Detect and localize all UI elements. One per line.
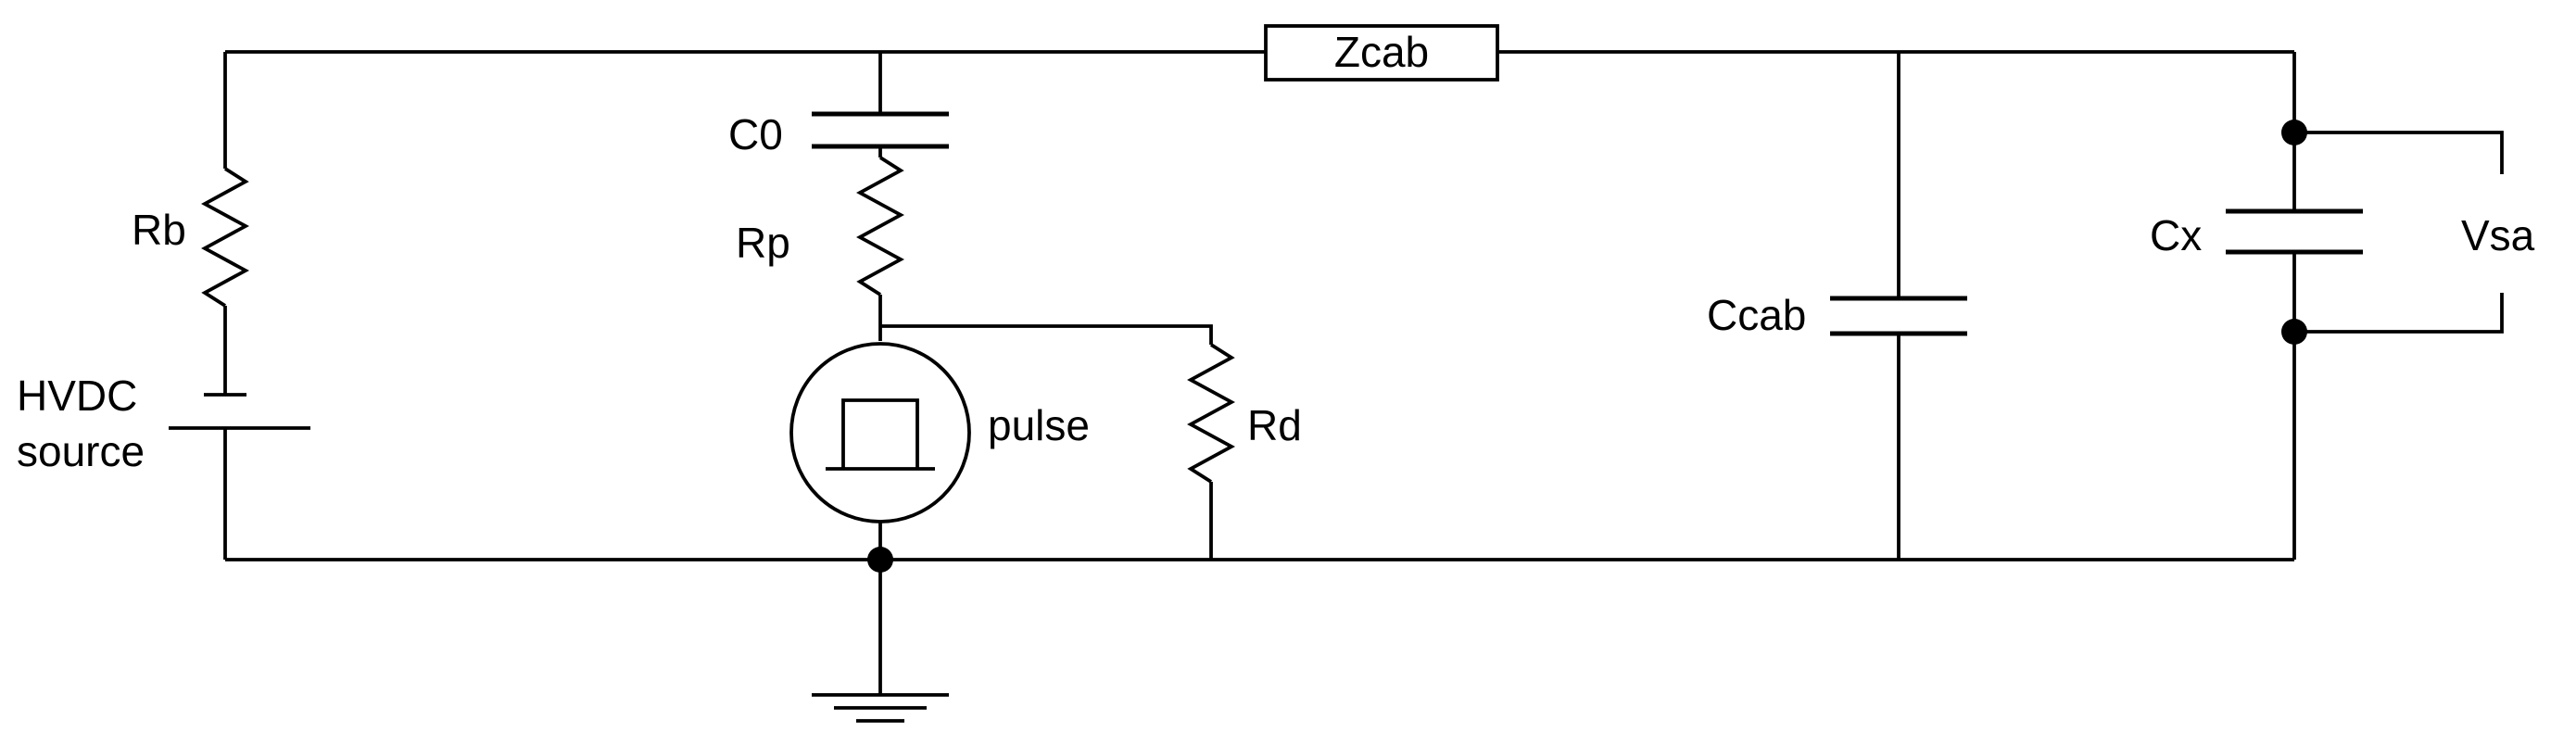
left-branch: Rb HVDC source bbox=[17, 52, 310, 560]
hvdc-label-line1: HVDC bbox=[17, 372, 137, 420]
rp-label: Rp bbox=[736, 219, 790, 267]
ground-symbol bbox=[812, 560, 949, 723]
pulse-icon bbox=[841, 398, 919, 469]
rd-branch: Rd bbox=[880, 324, 1302, 560]
cx-label: Cx bbox=[2150, 211, 2202, 259]
c0-capacitor bbox=[812, 111, 949, 149]
rb-resistor bbox=[201, 167, 249, 308]
rp-resistor bbox=[856, 156, 904, 296]
pulse-source bbox=[789, 342, 971, 523]
junction-dot bbox=[2281, 120, 2307, 145]
rd-resistor bbox=[1187, 343, 1235, 484]
ccab-capacitor bbox=[1830, 296, 1967, 336]
junction-dot bbox=[2281, 319, 2307, 345]
rd-label: Rd bbox=[1247, 401, 1302, 449]
zcab-impedance: Zcab bbox=[1264, 24, 1499, 82]
vsa-probe-leads bbox=[2294, 131, 2504, 334]
pulse-branch: C0 Rp pulse bbox=[728, 52, 1090, 560]
zcab-label: Zcab bbox=[1334, 28, 1429, 76]
c0-label: C0 bbox=[728, 110, 783, 158]
ccab-label: Ccab bbox=[1707, 291, 1806, 339]
pulse-label: pulse bbox=[988, 401, 1090, 449]
junction-dot bbox=[867, 547, 893, 573]
vsa-label: Vsa bbox=[2461, 211, 2535, 259]
junction-dots bbox=[867, 120, 2307, 573]
cx-capacitor bbox=[2226, 208, 2363, 255]
rb-label: Rb bbox=[132, 206, 186, 254]
cx-branch: Cx Vsa bbox=[2150, 52, 2535, 560]
hvdc-label-line2: source bbox=[17, 427, 145, 475]
ccab-branch: Ccab bbox=[1707, 52, 1967, 560]
